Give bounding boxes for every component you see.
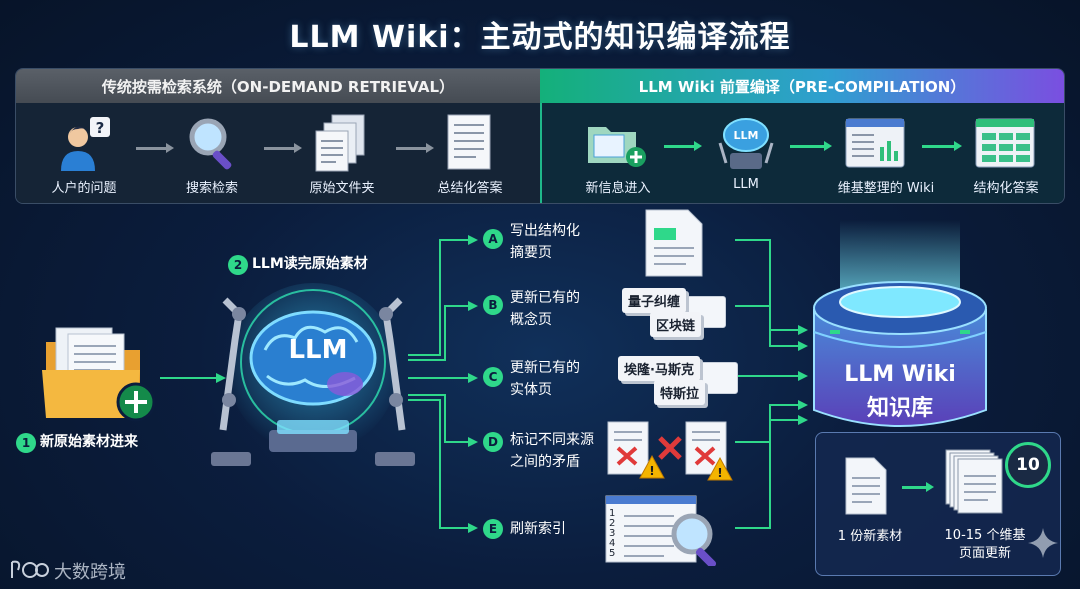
step-number-badge: 2 [228,255,248,275]
traditional-header: 传统按需检索系统（ON-DEMAND RETRIEVAL） [16,69,540,103]
svg-text:!: ! [649,464,654,478]
index-refresh-icon [605,495,717,566]
index-numbers: 1 2 3 4 5 [609,509,619,559]
svg-text:LLM: LLM [734,129,759,142]
flow-arrow [264,143,302,153]
concept-tag: 区块链 [650,312,702,337]
kb-arrow [902,482,934,492]
knowledge-base-cylinder [813,220,987,427]
llm-robot-icon: LLM [718,118,774,169]
right-step-label: 新信息进入 [585,181,651,196]
comparison-panel: 传统按需检索系统（ON-DEMAND RETRIEVAL） LLM Wiki 前… [15,68,1065,204]
flow-arrow [790,141,832,151]
index-number: 5 [609,548,616,559]
branch-e-label: 刷新索引 [510,521,566,537]
kb-subtitle: 知识库 [866,396,933,421]
flow-arrow [922,141,962,151]
llm-brain-machine-icon [211,283,415,466]
llm-wiki-header: LLM Wiki 前置编译（PRE-COMPILATION） [540,69,1064,103]
single-doc-icon [845,457,887,515]
index-number: 2 [609,518,616,529]
index-number: 4 [609,538,616,549]
user-question-icon: ? [61,117,110,171]
right-step-label: 结构化答案 [973,181,1039,196]
index-number: 3 [609,528,616,539]
branch-d-line1: 标记不同来源 [510,432,594,448]
left-step-label: 原始文件夹 [309,181,375,196]
flow-arrow [136,143,174,153]
kb-title: LLM Wiki [844,362,956,387]
step2-label: LLM读完原始素材 [252,256,368,272]
concept-tag: 量子纠缠 [622,288,687,313]
left-step-label: 搜索检索 [185,181,238,196]
new-material-folder-icon [42,327,156,422]
raw-files-icon [315,114,365,172]
branch-badge-d: D [483,432,503,452]
structured-answer-icon [975,118,1035,168]
brain-llm-label: LLM [288,335,348,365]
branch-d-line2: 之间的矛盾 [510,454,580,470]
branch-c-line1: 更新已有的 [510,360,580,376]
step1-label: 新原始素材进来 [40,434,138,450]
step-number-badge: 1 [16,433,36,453]
branch-a-line2: 摘要页 [510,245,552,261]
right-step-label: 维基整理的 Wiki [837,181,935,196]
branch-b-line1: 更新已有的 [510,290,580,306]
count-badge: 10 [1005,442,1051,488]
kb-right-label-line1: 10-15 个维基 [944,528,1026,543]
branch-badge-c: C [483,367,503,387]
branch-a-line1: 写出结构化 [510,223,580,239]
sparkle-icon [1028,528,1058,558]
left-step-label: 人户的问题 [51,181,117,196]
index-number: 1 [609,508,616,519]
wiki-page-icon [845,118,905,168]
entity-page-back [700,362,738,394]
watermark-text: 大数跨境 [54,562,126,583]
summary-page-icon [645,209,703,277]
entity-tag: 特斯拉 [654,380,706,405]
kb-right-label-line2: 页面更新 [958,546,1011,561]
flow-arrow [664,141,702,151]
flow-arrow [396,143,434,153]
branch-c-line2: 实体页 [510,382,552,398]
branch-badge-e: E [483,519,503,539]
branch-b-line2: 概念页 [510,312,552,328]
entity-tag: 埃隆·马斯克 [618,356,700,381]
wiki-pages-stack-icon [945,449,1003,514]
page-title: LLM Wiki：主动式的知识编译流程 [289,20,791,55]
svg-text:?: ? [96,119,105,137]
svg-text:!: ! [717,466,722,480]
search-magnifier-icon [189,118,232,170]
conflict-docs-icon: ! ! [607,421,733,481]
summary-doc-icon [447,114,491,170]
right-step-label: LLM [733,177,759,192]
watermark-logo-icon [11,560,49,578]
left-step-label: 总结化答案 [437,181,503,196]
branch-badge-b: B [483,295,503,315]
kb-left-label: 1 份新素材 [837,529,903,544]
new-info-folder-icon [588,127,646,167]
branch-badge-a: A [483,229,503,249]
